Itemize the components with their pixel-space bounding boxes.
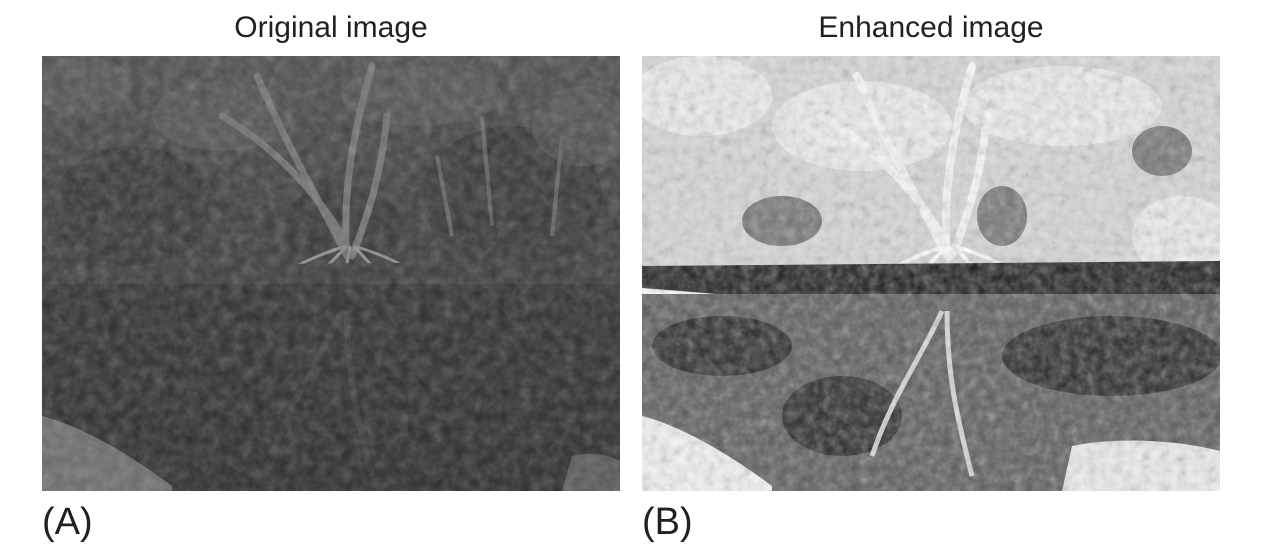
enhanced-image: [642, 56, 1220, 491]
enhanced-mangrove-photo: [642, 56, 1220, 491]
panel-label-a: (A): [42, 501, 93, 543]
panel-label-b: (B): [642, 501, 693, 543]
panel-enhanced: Enhanced image: [642, 0, 1220, 555]
panel-title-original: Original image: [234, 11, 428, 44]
original-image: [42, 56, 620, 491]
panel-original: Original image: [42, 0, 620, 555]
original-mangrove-photo: [42, 56, 620, 491]
panel-title-enhanced: Enhanced image: [818, 11, 1044, 44]
